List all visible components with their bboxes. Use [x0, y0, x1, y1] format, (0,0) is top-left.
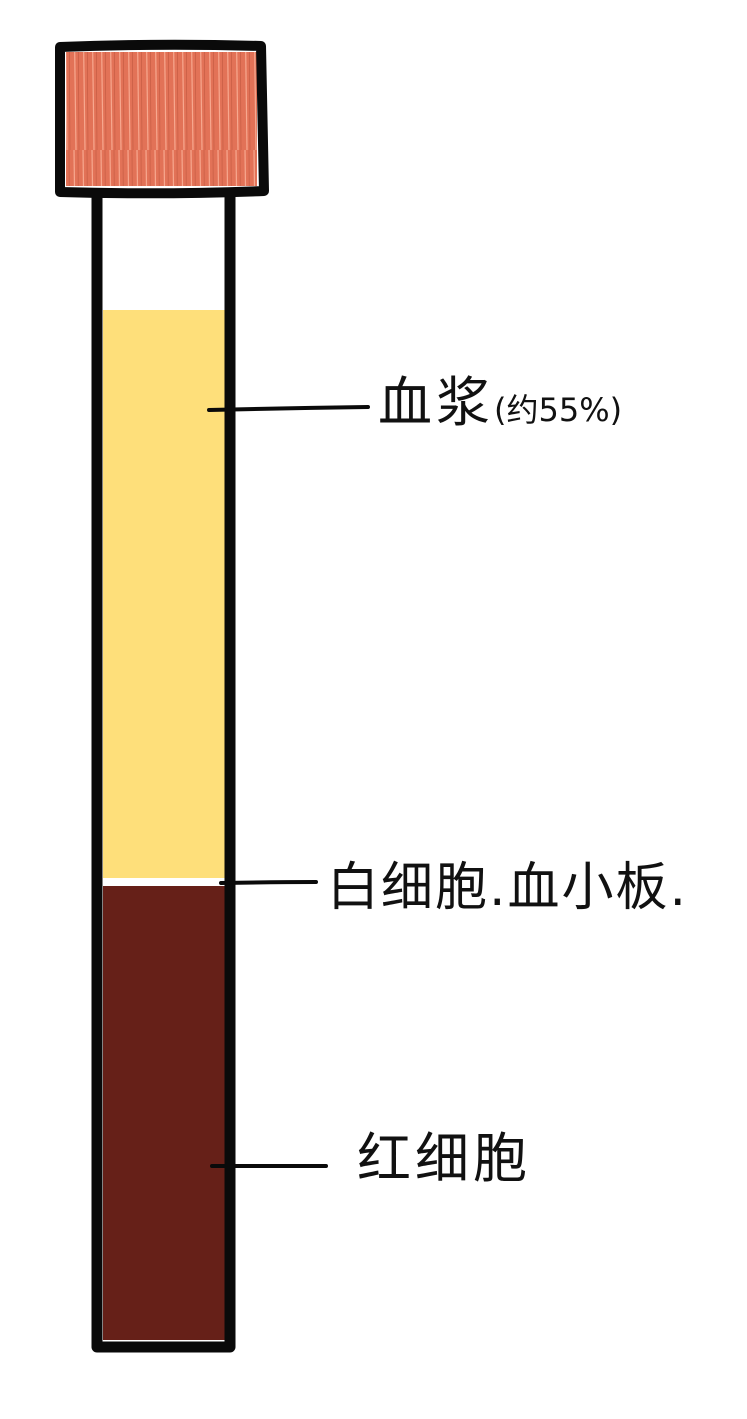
plasma-leader-line — [207, 405, 370, 412]
plasma-label: 血浆(约55%) — [378, 376, 622, 430]
buffy-coat-layer — [103, 878, 226, 886]
plasma-layer — [103, 310, 226, 878]
plasma-label-main: 血浆 — [378, 371, 494, 434]
tube-cap — [55, 39, 269, 199]
red-blood-cell-layer — [103, 886, 226, 1340]
red-blood-cell-label: 红细胞 — [357, 1127, 531, 1190]
tube-outline — [91, 190, 236, 1353]
plasma-label-note: (约55%) — [494, 391, 623, 429]
buffy-coat-label: 白细胞.血小板. — [327, 858, 689, 918]
tube-cap-texture — [66, 52, 257, 186]
buffy-coat-leader-line — [219, 880, 318, 885]
